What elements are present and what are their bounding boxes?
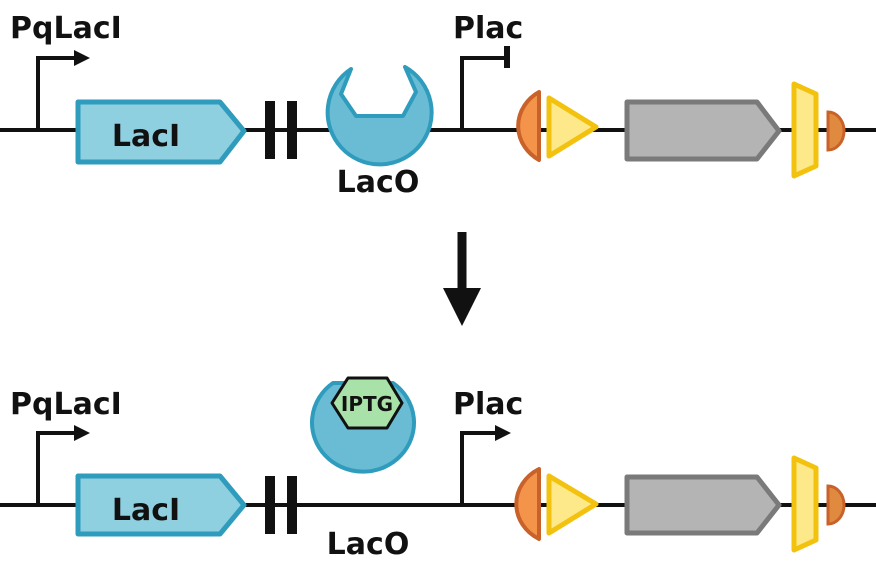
terminator-trapezoid-icon — [791, 455, 819, 553]
lac-repressor-icon — [325, 65, 434, 167]
double-bar-icon — [287, 101, 297, 159]
top-promoter-plac: Plac — [453, 11, 523, 130]
promoter-arrow-icon — [36, 56, 76, 130]
top-construct: PqLacI LacI LacO Plac — [0, 11, 876, 200]
top-terminator — [265, 101, 297, 159]
bottom-promoter-pqlaci: PqLacI — [10, 387, 122, 505]
promoter-arrow-icon — [460, 431, 497, 505]
triangle-icon — [546, 473, 599, 536]
terminator-trapezoid-icon — [791, 81, 819, 179]
triangle-icon — [546, 95, 599, 159]
top-laci-gene: LacI — [75, 99, 247, 165]
bottom-operator-label: LacO — [327, 527, 410, 561]
double-bar-icon — [287, 476, 297, 534]
bottom-promoter-left-label: PqLacI — [10, 387, 122, 422]
bottom-terminator — [265, 476, 297, 534]
bottom-gene-label: LacI — [112, 493, 180, 528]
top-operator-label: LacO — [337, 165, 420, 200]
cds-icon — [75, 473, 247, 537]
bottom-repressor-iptg: IPTG — [310, 376, 416, 474]
top-promoter-pqlaci: PqLacI — [10, 11, 122, 130]
top-repressor: LacO — [325, 65, 434, 200]
promoter-blocked-icon — [460, 56, 505, 130]
down-arrowhead-icon — [443, 288, 481, 326]
cds-icon — [75, 99, 247, 165]
end-cap-icon — [826, 484, 846, 526]
hexagon-icon — [330, 376, 404, 430]
top-promoter-left-label: PqLacI — [10, 11, 122, 46]
bottom-construct: PqLacI LacI LacO IPTG Plac — [0, 376, 876, 562]
rbs-icon — [516, 90, 541, 162]
promoter-arrow-icon — [36, 431, 76, 505]
arrowhead-icon — [495, 425, 511, 441]
rbs-icon — [514, 467, 541, 541]
reporter-cds-icon — [624, 99, 782, 162]
bottom-promoter-right-label: Plac — [453, 387, 523, 422]
bottom-promoter-plac: Plac — [453, 387, 523, 505]
top-promoter-right-label: Plac — [453, 11, 523, 46]
double-bar-icon — [265, 476, 275, 534]
top-gene-label: LacI — [112, 119, 180, 154]
inducer-label: IPTG — [341, 392, 393, 416]
end-cap-icon — [826, 110, 846, 152]
reporter-cds-icon — [624, 474, 782, 536]
arrowhead-icon — [74, 50, 90, 66]
transition-arrow — [443, 232, 481, 326]
bottom-laci-gene: LacI — [75, 473, 247, 537]
arrowhead-icon — [74, 425, 90, 441]
double-bar-icon — [265, 101, 275, 159]
